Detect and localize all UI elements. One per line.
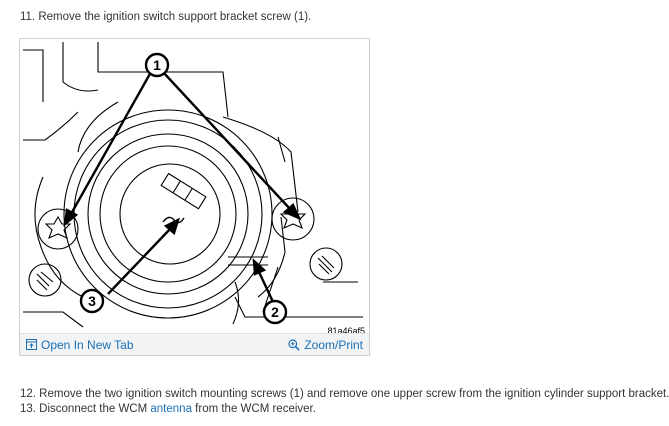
open-tab-icon — [26, 339, 37, 350]
open-in-new-tab-label: Open In New Tab — [41, 337, 134, 352]
figure-frame: 1 3 2 81a46af5 Open In New Tab — [19, 38, 370, 356]
svg-text:2: 2 — [271, 304, 279, 320]
svg-text:3: 3 — [88, 293, 96, 309]
figure-image-id: 81a46af5 — [327, 326, 365, 336]
open-in-new-tab-link[interactable]: Open In New Tab — [26, 338, 134, 352]
callout-1: 1 — [144, 52, 170, 78]
callout-2: 2 — [262, 299, 288, 325]
callout-3: 3 — [79, 288, 105, 314]
zoom-icon — [288, 338, 301, 351]
zoom-print-label: Zoom/Print — [304, 337, 363, 352]
step-13-suffix: from the WCM receiver. — [191, 403, 316, 415]
step-13-text: 13. Disconnect the WCM antenna from the … — [20, 402, 316, 417]
housing-line — [23, 49, 44, 102]
step-11-text: 11. Remove the ignition switch support b… — [20, 11, 312, 23]
antenna-link[interactable]: antenna — [150, 403, 192, 415]
ignition-switch-diagram: 1 3 2 — [23, 42, 363, 328]
step-13-prefix: 13. Disconnect the WCM — [20, 403, 151, 415]
figure-toolbar: Open In New Tab Zoom/Print — [20, 333, 369, 355]
svg-text:1: 1 — [153, 57, 161, 73]
zoom-print-link[interactable]: Zoom/Print — [288, 338, 363, 352]
step-12-text: 12. Remove the two ignition switch mount… — [20, 388, 669, 400]
